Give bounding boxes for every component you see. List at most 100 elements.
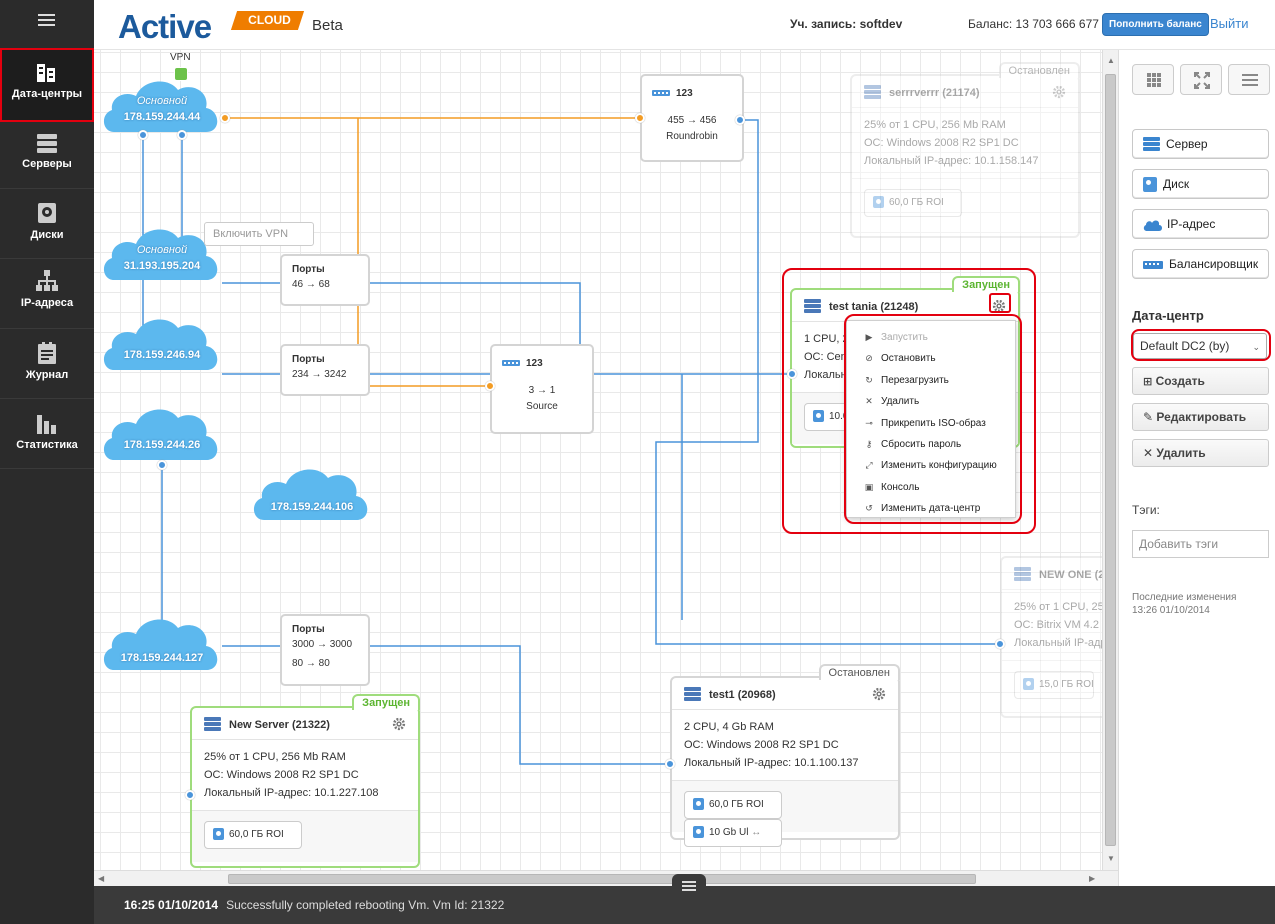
create-button[interactable]: ⊞ Создать xyxy=(1132,367,1269,395)
topup-button[interactable]: Пополнить баланс xyxy=(1102,13,1209,36)
ip-cloud[interactable]: Основной 31.193.195.204 xyxy=(100,222,224,284)
disk-chip[interactable]: 15,0 ГБ ROI xyxy=(1014,671,1094,699)
gear-icon[interactable] xyxy=(1052,85,1066,99)
connector-dot[interactable] xyxy=(995,639,1005,649)
menu-item-reset-password[interactable]: ⚷Сбросить пароль xyxy=(847,434,1015,455)
balancer-node[interactable]: 123 3 → 1 Source xyxy=(490,344,594,434)
scroll-up-icon[interactable]: ▲ xyxy=(1107,56,1115,65)
sidebar-item-datacenters[interactable]: Дата-центры xyxy=(0,48,94,122)
list-view-button[interactable] xyxy=(1228,64,1270,95)
grid-view-button[interactable] xyxy=(1132,64,1174,95)
gear-icon[interactable] xyxy=(992,299,1006,313)
connector-dot[interactable] xyxy=(635,113,645,123)
horizontal-scrollbar[interactable]: ◀ ▶ xyxy=(94,870,1118,886)
sidebar-item-servers[interactable]: Серверы xyxy=(0,122,94,189)
connector-dot[interactable] xyxy=(177,130,187,140)
key-icon: ⚷ xyxy=(865,438,873,449)
status-badge: Остановлен xyxy=(818,664,900,680)
add-balancer-button[interactable]: Балансировщик xyxy=(1132,249,1269,279)
ip-cloud[interactable]: 178.159.244.26 xyxy=(100,402,224,464)
server-ip: Локальный IP-адрес: 10.1.100.137 xyxy=(684,757,859,769)
balancer-icon xyxy=(652,90,670,97)
scroll-right-icon[interactable]: ▶ xyxy=(1089,874,1096,883)
sidebar-item-ip[interactable]: IP-адреса xyxy=(0,259,94,329)
cloud-ip: 178.159.244.106 xyxy=(270,501,354,513)
ip-cloud[interactable]: 178.159.244.127 xyxy=(100,612,224,674)
network-canvas[interactable]: Основной 178.159.244.44 VPN Основной 31.… xyxy=(94,50,1102,870)
add-disk-button[interactable]: Диск xyxy=(1132,169,1269,199)
datacenter-select[interactable]: Default DC2 (by)⌄ xyxy=(1133,333,1267,359)
menu-item-console[interactable]: ▣Консоль xyxy=(847,477,1015,498)
menu-item-delete[interactable]: ✕Удалить xyxy=(847,391,1015,412)
sidebar-item-disks[interactable]: Диски xyxy=(0,189,94,259)
log-toggle-icon[interactable] xyxy=(672,874,706,898)
connector-dot[interactable] xyxy=(735,115,745,125)
disk-chip[interactable]: 60,0 ГБ ROI xyxy=(864,189,962,217)
sidebar-item-stats[interactable]: Статистика xyxy=(0,399,94,469)
logout-link[interactable]: Выйти xyxy=(1210,16,1249,31)
cloud-icon xyxy=(253,469,368,520)
server-card[interactable]: Остановлен serrrverrr (21174) 25% от 1 C… xyxy=(850,62,1080,238)
ports-node[interactable]: Порты 234 → 3242 xyxy=(280,344,370,396)
ip-cloud[interactable]: 178.159.246.94 xyxy=(100,312,224,374)
fullscreen-button[interactable] xyxy=(1180,64,1222,95)
server-context-menu: ▶Запустить ⊘Остановить ↻Перезагрузить ✕У… xyxy=(846,320,1016,518)
connector-dot[interactable] xyxy=(185,790,195,800)
vertical-scrollbar[interactable]: ▲ ▼ xyxy=(1102,50,1118,870)
connector-dot[interactable] xyxy=(665,759,675,769)
menu-toggle-icon[interactable] xyxy=(0,0,94,44)
connector-dot[interactable] xyxy=(220,113,230,123)
connector-dot[interactable] xyxy=(138,130,148,140)
scroll-down-icon[interactable]: ▼ xyxy=(1107,854,1115,863)
server-card[interactable]: Остановлен test1 (20968) 2 CPU, 4 Gb RAM… xyxy=(670,664,900,847)
chevron-down-icon: ⌄ xyxy=(1252,342,1260,352)
logo[interactable]: Active CLOUD Beta xyxy=(118,8,358,45)
enable-vpn-button[interactable]: Включить VPN xyxy=(204,222,314,246)
disk-chip[interactable]: 60,0 ГБ ROI xyxy=(684,791,782,819)
port-rule: 80 → 80 xyxy=(292,658,330,669)
disk-chip[interactable]: 60,0 ГБ ROI xyxy=(204,821,302,849)
connector-dot[interactable] xyxy=(485,381,495,391)
menu-item-stop[interactable]: ⊘Остановить xyxy=(847,348,1015,369)
connector-dot[interactable] xyxy=(157,460,167,470)
menu-item-change-config[interactable]: ⤢Изменить конфигурацию xyxy=(847,455,1015,476)
server-card[interactable]: NEW ONE (20 25% от 1 CPU, 25 ОС: Bitrix … xyxy=(1000,556,1102,718)
ports-node[interactable]: Порты 3000 → 3000 80 → 80 xyxy=(280,614,370,686)
server-icon xyxy=(804,299,821,313)
close-icon: ✕ xyxy=(1143,446,1154,460)
menu-item-attach-iso[interactable]: ⊸Прикрепить ISO-образ xyxy=(847,413,1015,434)
server-card[interactable]: Запущен New Server (21322) 25% от 1 CPU,… xyxy=(190,694,420,868)
scrollbar-thumb[interactable] xyxy=(228,874,976,884)
ip-cloud[interactable]: 178.159.244.106 xyxy=(250,462,374,524)
network-chip[interactable]: 10 Gb Ul ↔ xyxy=(684,819,782,847)
menu-item-reboot[interactable]: ↻Перезагрузить xyxy=(847,370,1015,391)
gear-icon[interactable] xyxy=(872,687,886,701)
tags-input[interactable]: Добавить тэги xyxy=(1132,530,1269,558)
console-icon: ▣ xyxy=(864,481,874,492)
cloud-icon xyxy=(103,229,218,280)
disk-icon xyxy=(813,410,824,423)
grid-icon xyxy=(1147,73,1161,87)
server-ip: Локальный IP-адр xyxy=(1014,637,1102,649)
server-cpu: 25% от 1 CPU, 25 xyxy=(1014,601,1102,613)
menu-item-start[interactable]: ▶Запустить xyxy=(847,327,1015,348)
balancer-node[interactable]: 123 455 → 456 Roundrobin xyxy=(640,74,744,162)
edit-button[interactable]: ✎ Редактировать xyxy=(1132,403,1269,431)
scrollbar-thumb[interactable] xyxy=(1105,74,1116,846)
scroll-left-icon[interactable]: ◀ xyxy=(98,874,105,883)
ip-cloud[interactable]: Основной 178.159.244.44 xyxy=(100,74,224,136)
logo-text: Active xyxy=(118,8,212,45)
ports-node[interactable]: Порты 46 → 68 xyxy=(280,254,370,306)
menu-item-change-dc[interactable]: ↺Изменить дата-центр xyxy=(847,498,1015,519)
sidebar-item-journal[interactable]: Журнал xyxy=(0,329,94,399)
delete-button[interactable]: ✕ Удалить xyxy=(1132,439,1269,467)
ports-title: Порты xyxy=(292,264,325,275)
balancer-mode: Roundrobin xyxy=(666,131,718,142)
add-ip-button[interactable]: IP-адрес xyxy=(1132,209,1269,239)
gear-icon[interactable] xyxy=(392,717,406,731)
add-server-button[interactable]: Сервер xyxy=(1132,129,1269,159)
network-icon xyxy=(36,270,58,291)
sidebar-item-label: Дата-центры xyxy=(11,88,83,100)
connector-dot[interactable] xyxy=(787,369,797,379)
vpn-icon[interactable] xyxy=(174,67,188,81)
